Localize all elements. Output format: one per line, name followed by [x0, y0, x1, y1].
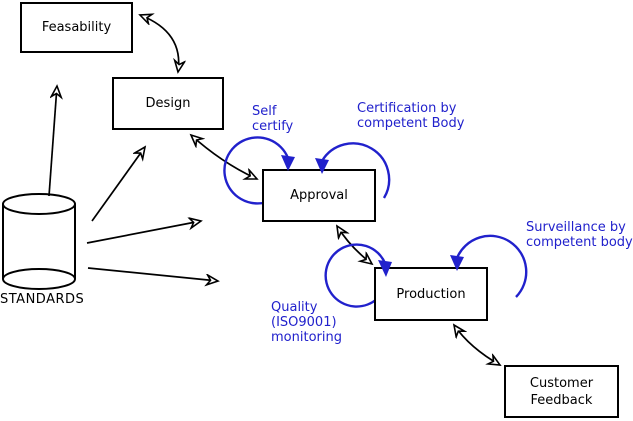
box-production-label: Production: [396, 286, 466, 302]
arrow-standards-to-production: [87, 267, 218, 281]
box-customer-feedback-label-line2: Feedback: [530, 392, 593, 408]
box-approval: Approval: [262, 169, 376, 222]
self-certify-loop-arrow-icon: [223, 136, 290, 205]
certification-loop-arrow-icon: [320, 142, 391, 199]
annotation-surveillance-by-competent-body: Surveillance by competent body: [526, 220, 633, 250]
annotation-quality-line2: (ISO9001): [271, 315, 337, 330]
annotation-self-certify-line2: certify: [252, 119, 294, 134]
standards-datastore-label: STANDARDS: [0, 292, 85, 307]
annotation-certification-line1: Certification by: [357, 101, 457, 116]
annotation-quality-line1: Quality: [271, 300, 318, 315]
annotation-self-certify: Self certify: [252, 104, 293, 134]
arrow-approval-production: [337, 226, 372, 264]
arrow-standards-to-feasability: [48, 86, 57, 197]
arrow-design-approval: [191, 135, 257, 179]
box-approval-label: Approval: [290, 188, 348, 203]
arrow-standards-to-design: [91, 147, 145, 222]
database-cylinder-icon: [2, 193, 76, 290]
arrow-feasability-design: [140, 15, 179, 72]
annotation-certification-by-competent-body: Certification by competent Body: [357, 101, 464, 131]
box-design: Design: [112, 77, 224, 130]
annotation-self-certify-line1: Self: [252, 104, 277, 119]
annotation-surveillance-line2: competent body: [526, 235, 633, 250]
box-feasability-label: Feasability: [41, 20, 112, 35]
arrow-production-feedback: [454, 325, 500, 365]
annotation-surveillance-line1: Surveillance by: [526, 220, 626, 235]
arrow-standards-to-approval: [86, 221, 201, 244]
box-customer-feedback: Customer Feedback: [504, 365, 619, 418]
annotation-quality-line3: monitoring: [271, 330, 342, 345]
quality-monitoring-loop-arrow-icon: [324, 243, 387, 308]
box-customer-feedback-label-line1: Customer: [529, 375, 594, 391]
box-feasability: Feasability: [20, 2, 133, 53]
annotation-certification-line2: competent Body: [357, 116, 465, 131]
surveillance-loop-arrow-icon: [455, 234, 528, 298]
box-design-label: Design: [145, 96, 191, 111]
box-production: Production: [374, 267, 488, 321]
annotation-quality-iso9001-monitoring: Quality (ISO9001) monitoring: [271, 300, 342, 345]
